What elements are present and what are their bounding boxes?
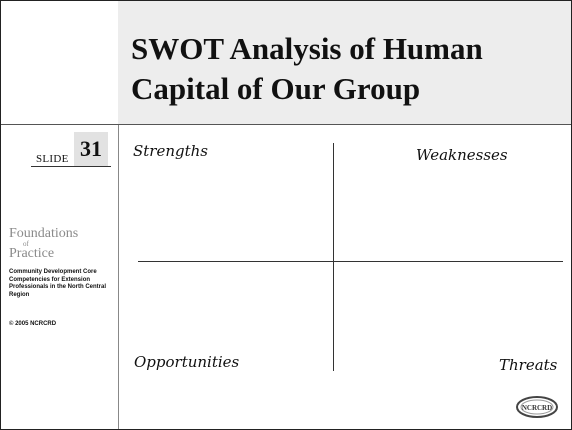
copyright-notice: © 2005 NCRCRD	[9, 321, 57, 327]
swot-opportunities-label: Opportunities	[134, 353, 240, 371]
slide-number: 31	[74, 132, 108, 166]
swot-strengths-label: Strengths	[133, 142, 208, 160]
sidebar-divider	[118, 125, 119, 429]
slide-title: SWOT Analysis of Human Capital of Our Gr…	[131, 31, 483, 106]
slide-label: SLIDE	[36, 153, 69, 165]
logo-text-of: of	[23, 240, 29, 248]
swot-weaknesses-label: Weaknesses	[416, 146, 508, 164]
swot-threats-label: Threats	[499, 356, 558, 374]
logo-text-practice: Practice	[9, 246, 55, 261]
badge-text: NCRCRD	[522, 404, 552, 412]
swot-vertical-divider	[333, 143, 334, 371]
swot-horizontal-divider	[138, 261, 563, 262]
header-divider	[1, 124, 571, 125]
foundations-of-practice-logo: Foundations of Practice	[9, 227, 109, 261]
program-description: Community Development Core Competencies …	[9, 269, 107, 298]
ncrcrd-logo-icon: NCRCRD	[516, 396, 558, 418]
content-panel	[118, 125, 571, 429]
sidebar	[1, 1, 118, 429]
slide-number-underline	[31, 166, 111, 167]
logo-text-foundations: Foundations	[9, 226, 79, 241]
